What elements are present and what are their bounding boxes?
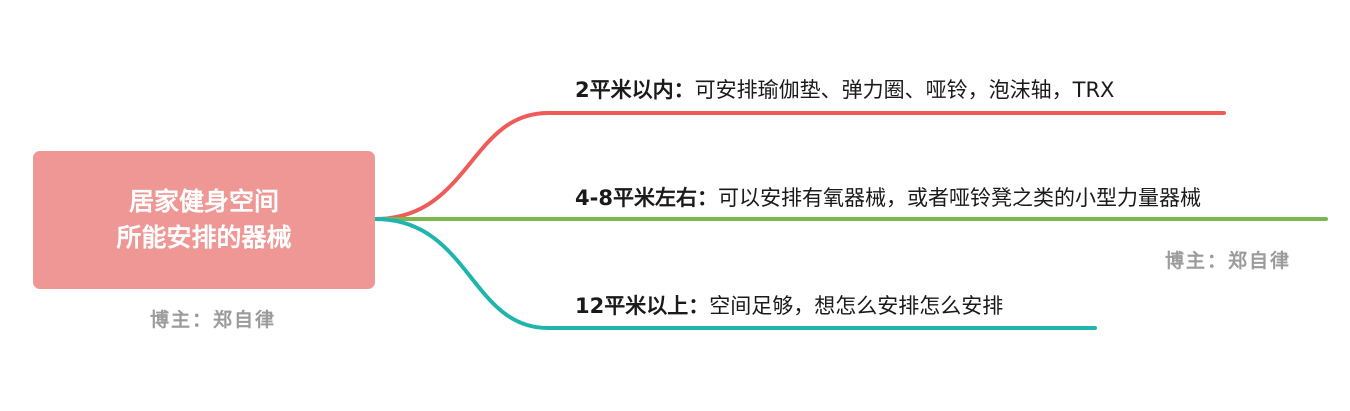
branch-connector-2sqm xyxy=(373,111,1226,221)
branch-connector-12sqm xyxy=(373,217,1097,330)
branch-12sqm-text: 空间足够，想怎么安排怎么安排 xyxy=(709,294,1004,318)
branch-12sqm-key: 12平米以上： xyxy=(575,294,710,318)
branch-2sqm-key: 2平米以内： xyxy=(575,78,695,102)
branch-2sqm: 2平米以内：可安排瑜伽垫、弹力圈、哑铃，泡沫轴，TRX xyxy=(575,74,1114,104)
watermark-right: 博主：郑自律 xyxy=(1165,250,1292,272)
root-node: 居家健身空间 所能安排的器械 xyxy=(33,151,375,289)
root-title-line2: 所能安排的器械 xyxy=(116,223,292,252)
root-title-line1: 居家健身空间 xyxy=(128,187,279,216)
branch-4-8sqm: 4-8平米左右：可以安排有氧器械，或者哑铃凳之类的小型力量器械 xyxy=(575,182,1201,212)
watermark-bottom: 博主：郑自律 xyxy=(150,309,277,331)
branch-4-8sqm-key: 4-8平米左右： xyxy=(575,186,718,210)
branch-4-8sqm-text: 可以安排有氧器械，或者哑铃凳之类的小型力量器械 xyxy=(717,186,1201,210)
branch-2sqm-text: 可安排瑜伽垫、弹力圈、哑铃，泡沫轴，TRX xyxy=(694,78,1115,102)
branch-12sqm: 12平米以上：空间足够，想怎么安排怎么安排 xyxy=(575,290,1003,320)
